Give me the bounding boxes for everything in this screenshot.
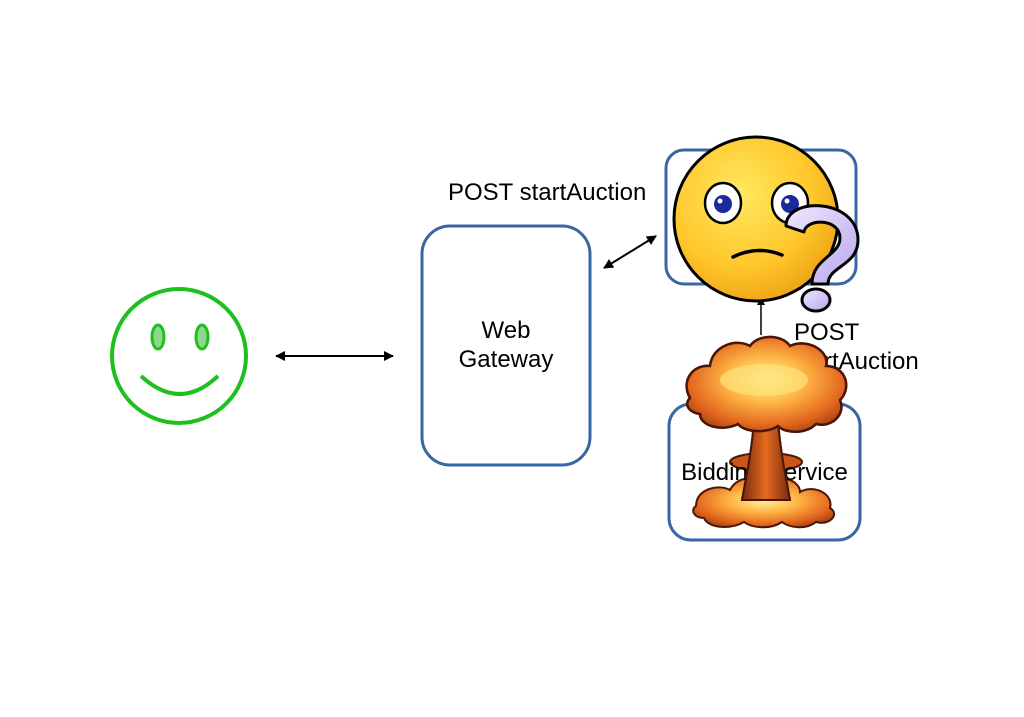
question-mark-icon bbox=[784, 204, 860, 313]
web-gateway-label: Web Gateway bbox=[422, 316, 590, 374]
web-gateway-label-line1: Web bbox=[481, 317, 531, 344]
bidding-service-label: Bidding Service bbox=[681, 459, 848, 486]
bidding-auction-edge-label: POST bbox=[794, 318, 859, 347]
bidding-auction-edge-label-line2-wrap: startAuction bbox=[792, 347, 919, 376]
gateway-auction-edge-label: POST startAuction bbox=[448, 179, 647, 206]
user-smiley-icon bbox=[110, 287, 248, 425]
web-gateway-label-line2: Gateway bbox=[458, 346, 554, 373]
gateway-auction-arrow bbox=[603, 235, 657, 269]
bidding-auction-edge-label-line1: POST bbox=[794, 319, 860, 346]
confused-face-icon bbox=[672, 135, 840, 303]
web-gateway-box bbox=[420, 224, 592, 467]
bidding-auction-edge-label-line2: startAuction bbox=[792, 348, 919, 375]
